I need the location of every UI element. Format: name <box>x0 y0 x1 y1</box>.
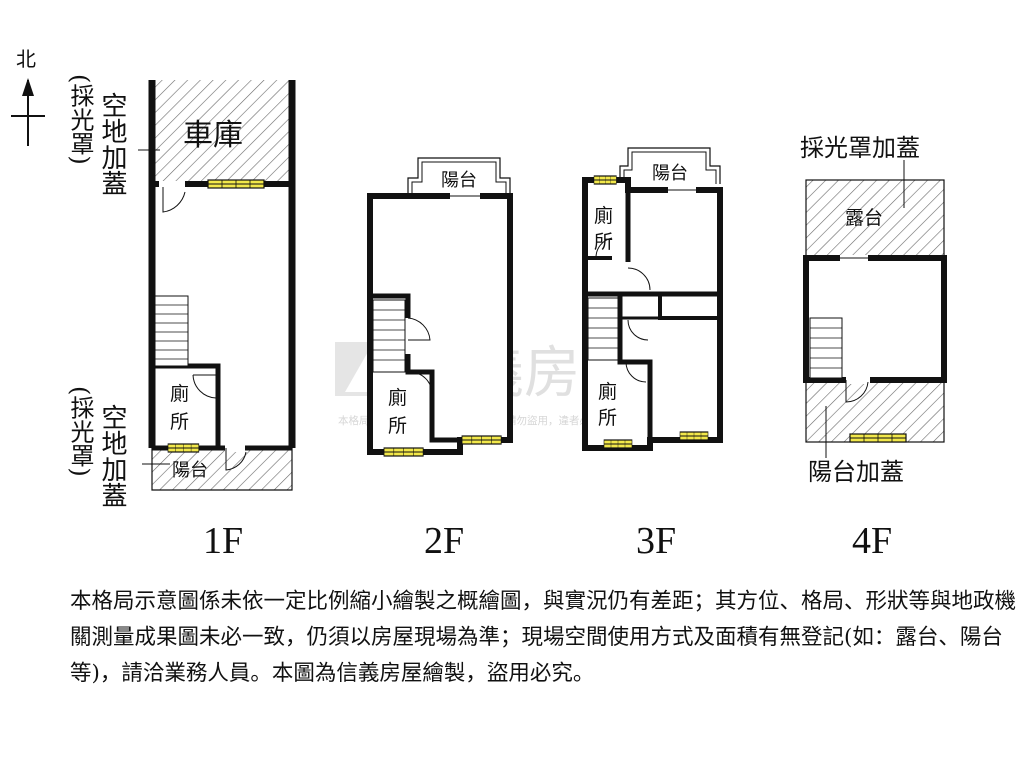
room-label-terrace: 露台 <box>845 207 883 229</box>
window-icon <box>167 443 200 453</box>
staircase-1f <box>154 295 189 367</box>
room-label-toilet-2f-a: 廁 <box>388 386 407 409</box>
window-icon <box>461 435 502 445</box>
staircase-2f <box>372 299 406 373</box>
room-label-balcony-3f: 陽台 <box>652 163 688 184</box>
room-label-toilet-1f-b: 所 <box>170 411 189 433</box>
room-label-toilet-3f-top-a: 廁 <box>594 204 613 227</box>
floor-plan-diagram: 信義房屋 本格局圖為信義房屋繪製，未經允許請勿盜用，違者必究 北 <box>11 47 947 562</box>
door-icon <box>625 361 647 383</box>
floor-2f: 陽台 廁 所 2F <box>367 157 513 562</box>
floor-4f: 露台 採光罩加蓋 陽台加蓋 4F <box>800 134 947 562</box>
room-label-toilet-3f-top-b: 所 <box>594 231 613 253</box>
annotation-balcony-addition: 陽台加蓋 <box>808 458 904 486</box>
room-label-toilet-3f-bottom-a: 廁 <box>598 380 617 403</box>
room-label-toilet-2f-b: 所 <box>388 415 407 437</box>
door-icon <box>407 317 431 341</box>
window-icon <box>603 439 633 449</box>
staircase-3f <box>587 297 619 361</box>
door-icon <box>595 237 613 259</box>
staircase-4f <box>809 317 843 379</box>
door-icon <box>225 448 247 471</box>
window-icon <box>207 179 265 189</box>
floor-label-4f: 4F <box>852 520 892 562</box>
north-label: 北 <box>16 47 36 71</box>
room-label-garage: 車庫 <box>183 118 243 153</box>
floor-label-2f: 2F <box>424 520 464 562</box>
balcony-area-1f <box>152 448 292 490</box>
garage-area <box>152 80 292 184</box>
annotation-skylight-addition: 採光罩加蓋 <box>800 134 920 162</box>
floor-label-3f: 3F <box>636 520 676 562</box>
room-label-balcony-2f: 陽台 <box>441 170 477 191</box>
window-icon <box>849 433 907 443</box>
door-icon <box>409 371 433 395</box>
north-arrow: 北 <box>11 47 45 146</box>
annotation-skylight-bottom: (採光罩) <box>66 386 94 477</box>
door-icon <box>162 184 186 213</box>
door-icon <box>627 319 649 341</box>
door-icon <box>845 380 869 403</box>
room-label-toilet-3f-bottom-b: 所 <box>598 407 617 429</box>
window-icon <box>679 431 709 441</box>
terrace-area <box>806 180 944 258</box>
annotation-open-space-bottom: 空地加蓋 <box>97 404 127 508</box>
room-label-toilet-1f-a: 廁 <box>170 382 189 405</box>
disclaimer-text: 本格局示意圖係未依一定比例縮小繪製之概繪圖，與實況仍有差距；其方位、格局、形狀等… <box>70 589 1017 686</box>
annotation-open-space-top: 空地加蓋 <box>97 92 127 196</box>
window-icon <box>383 447 424 457</box>
room-label-balcony-1f: 陽台 <box>172 460 208 481</box>
floor-1f: 車庫 廁 所 陽台 空地加蓋 (採光罩) 空地加蓋 (採光罩) 1F <box>66 74 296 562</box>
door-icon <box>627 267 651 291</box>
floor-3f: 陽台 廁 所 廁 所 3F <box>582 147 723 562</box>
balcony-addition-area <box>806 380 944 442</box>
annotation-skylight-top: (採光罩) <box>66 74 94 165</box>
door-icon <box>192 374 218 399</box>
floor-label-1f: 1F <box>203 520 243 562</box>
window-icon <box>593 175 618 185</box>
